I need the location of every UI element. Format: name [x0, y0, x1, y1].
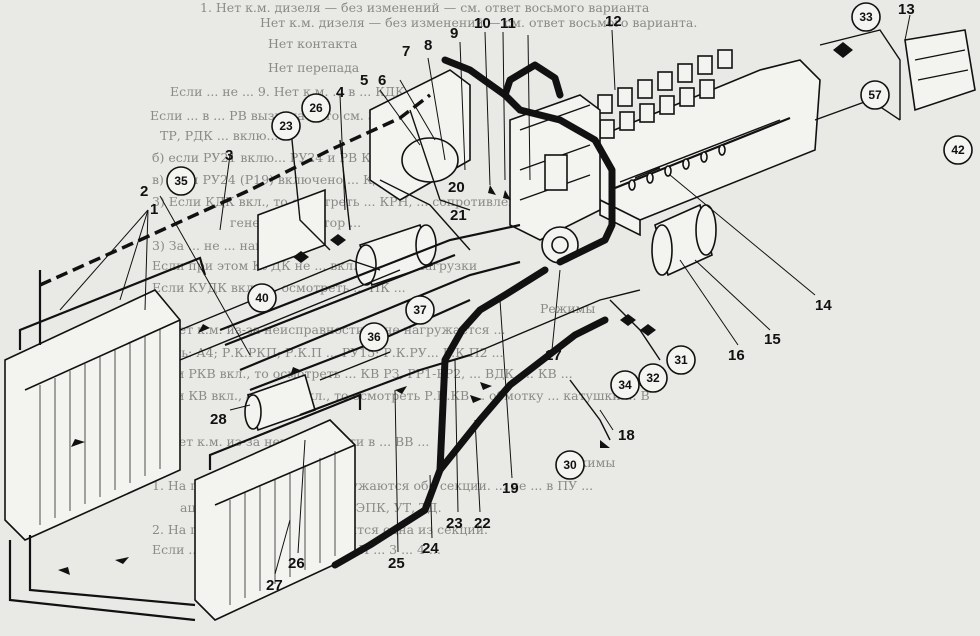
- label-11: 11: [500, 15, 516, 32]
- label-6: 6: [378, 72, 386, 89]
- svg-text:23: 23: [279, 119, 293, 133]
- label-4: 4: [336, 84, 345, 101]
- background-text-line: Если КУДК вкл., ... осмотреть ... ПК ...: [152, 280, 406, 295]
- radiator-frame-pipes: [8, 256, 401, 622]
- leader-lines: [59, 14, 911, 575]
- valves: [293, 42, 853, 336]
- background-text-line: Нет к.м. дизеля — без изменений — см. от…: [260, 15, 698, 30]
- circled-label-35: 35: [166, 166, 196, 196]
- circled-label-57: 57: [860, 80, 890, 110]
- valve-icon: [620, 314, 636, 326]
- circled-label-26: 26: [301, 93, 331, 123]
- label-12: 12: [605, 13, 622, 30]
- circled-label-33: 33: [851, 2, 881, 32]
- label-17: 17: [545, 347, 562, 364]
- main-water-pipe: [331, 61, 616, 569]
- background-text-line: треть: А4; Р.К.РКП; Р.К.П ... РУ15; Р.К.…: [152, 345, 504, 360]
- circled-label-23: 23: [271, 111, 301, 141]
- engine-ports: [628, 144, 726, 191]
- label-14: 14: [815, 297, 832, 314]
- background-text-line: ТР, РДК ... вклю...: [160, 128, 279, 143]
- svg-text:35: 35: [174, 174, 188, 188]
- circled-label-31: 31: [666, 345, 696, 375]
- svg-text:42: 42: [951, 143, 965, 157]
- background-text-line: 1. Нет к.м. из-за неисправности ... не н…: [152, 322, 506, 337]
- pump-cylinder-28: [244, 373, 316, 432]
- radiator-right: [194, 419, 356, 621]
- label-19: 19: [502, 480, 519, 497]
- label-13: 13: [898, 1, 915, 18]
- svg-text:30: 30: [563, 458, 577, 472]
- label-3: 3: [225, 147, 233, 164]
- tank-assembly-7: [369, 69, 471, 201]
- svg-text:57: 57: [868, 88, 882, 102]
- label-16: 16: [728, 347, 745, 364]
- dashed-line-3: [39, 93, 432, 287]
- label-7: 7: [402, 43, 410, 60]
- expansion-tank: [257, 188, 326, 272]
- label-15: 15: [764, 331, 781, 348]
- circled-label-36: 36: [359, 322, 389, 352]
- valve-icon: [293, 251, 309, 263]
- circled-label-34: 34: [610, 370, 640, 400]
- svg-text:37: 37: [413, 303, 427, 317]
- label-26: 26: [288, 555, 305, 572]
- label-10: 10: [474, 15, 491, 32]
- label-28: 28: [210, 411, 227, 428]
- heat-exchanger-16: [651, 203, 717, 277]
- water-pump-cylinder: [355, 223, 437, 287]
- background-text-line: Нет контакта: [268, 36, 358, 51]
- label-2: 2: [140, 183, 148, 200]
- background-text-line: Если РКВ вкл., то осмотреть ... КВ РЗ, Р…: [152, 366, 573, 381]
- label-5: 5: [360, 72, 368, 89]
- label-8: 8: [424, 37, 432, 54]
- label-21: 21: [450, 207, 467, 224]
- circled-label-42: 42: [943, 135, 973, 165]
- label-25: 25: [388, 555, 405, 572]
- label-20: 20: [448, 179, 465, 196]
- valve-icon: [330, 234, 346, 246]
- circled-label-40: 40: [247, 283, 277, 313]
- svg-text:33: 33: [859, 10, 873, 24]
- radiator-left: [4, 289, 181, 541]
- background-text-line: 3) Если КДК вкл., то осмотреть ... КРН, …: [152, 194, 604, 209]
- label-24: 24: [422, 540, 439, 557]
- label-22: 22: [474, 515, 491, 532]
- valve-icon: [640, 324, 656, 336]
- background-text-line: 1. Нет к.м. дизеля — без изменений — см.…: [200, 0, 650, 15]
- label-23: 23: [446, 515, 463, 532]
- valve-icon: [833, 42, 853, 58]
- svg-text:40: 40: [255, 291, 269, 305]
- svg-text:32: 32: [646, 371, 660, 385]
- label-1: 1: [150, 201, 158, 218]
- svg-text:36: 36: [367, 330, 381, 344]
- upper-loop-pipe: [441, 56, 509, 99]
- background-text-line: Если ... не ... 9. Нет к.м. ... в ... КД…: [170, 84, 405, 99]
- heater-13: [904, 29, 976, 112]
- background-text-line: Нет перепада: [268, 60, 360, 75]
- label-18: 18: [618, 427, 635, 444]
- circled-label-32: 32: [638, 363, 668, 393]
- svg-text:26: 26: [309, 101, 323, 115]
- label-9: 9: [450, 25, 458, 42]
- svg-text:31: 31: [674, 353, 688, 367]
- svg-text:34: 34: [618, 378, 632, 392]
- background-text-line: Режимы: [540, 301, 596, 316]
- circled-label-30: 30: [555, 450, 585, 480]
- label-27: 27: [266, 577, 283, 594]
- secondary-water-pipe: [436, 316, 609, 474]
- circled-label-37: 37: [405, 295, 435, 325]
